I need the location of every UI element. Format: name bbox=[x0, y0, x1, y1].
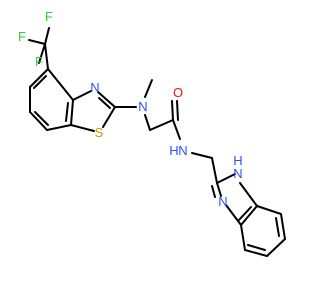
bond-c3a-c4 bbox=[47, 68, 74, 101]
bond-s1-c7a bbox=[70, 124, 95, 132]
atom-o-carbonyl: O bbox=[173, 85, 183, 100]
bond-f3-cf3 bbox=[38, 43, 46, 64]
bond-c7a-c3a-inner bbox=[65, 102, 69, 122]
bond-c5-c4 bbox=[244, 249, 268, 257]
atom-f3: F bbox=[35, 54, 43, 69]
bond-c2bim-n1 bbox=[216, 173, 236, 184]
bonds bbox=[28, 27, 286, 257]
bond-c7a-c7 bbox=[256, 205, 282, 215]
bond-cf3-ring bbox=[44, 43, 49, 70]
bond-namine-ch2 bbox=[144, 114, 151, 131]
atom-f1: F bbox=[18, 29, 26, 44]
atom-n-thiazole: N bbox=[90, 80, 99, 95]
bond-namine-methyl bbox=[144, 79, 153, 98]
bond-c7-c7a bbox=[46, 124, 72, 131]
bond-c7a-c3a-bim bbox=[240, 205, 258, 226]
atom-n-amide: N bbox=[178, 143, 187, 158]
bond-namide-ch2 bbox=[191, 152, 213, 159]
bond-co-o-second bbox=[176, 100, 179, 121]
bond-c3a-n3 bbox=[225, 204, 242, 226]
atom-h-imidazole: H bbox=[233, 153, 242, 168]
bond-n3-c2-inner bbox=[98, 97, 111, 109]
bond-n1-c7a bbox=[239, 182, 258, 207]
bond-c6-c5 bbox=[266, 238, 286, 257]
bond-c3a-n3 bbox=[72, 90, 92, 101]
atom-labels: F F F N S N O N H N H N bbox=[18, 9, 243, 209]
bond-c4-c5-inner bbox=[33, 75, 47, 89]
bond-c6-c7-inner bbox=[34, 111, 49, 126]
atom-n-imidazole: N bbox=[218, 194, 227, 209]
bond-ch2-c2bim bbox=[211, 157, 218, 184]
atom-s-thiazole: S bbox=[95, 125, 104, 140]
bond-n3-c2bim-inner bbox=[211, 185, 216, 198]
bond-c2-s1 bbox=[102, 106, 116, 128]
bond-c7a-c3a bbox=[70, 99, 74, 126]
bond-n3-c2 bbox=[97, 91, 116, 108]
atom-n-amine: N bbox=[138, 99, 147, 114]
bond-c7a-c3a-bim-inner bbox=[238, 206, 252, 221]
atom-n-imidazole-h: N bbox=[233, 166, 242, 181]
bond-co-o bbox=[171, 100, 174, 121]
bond-c7-c6 bbox=[280, 213, 286, 240]
bond-n3-c2bim bbox=[216, 182, 222, 197]
bond-f1-cf3 bbox=[28, 39, 46, 45]
bond-c5-c4-inner bbox=[247, 244, 266, 251]
molecule-diagram: F F F N S N O N H N H N bbox=[18, 9, 286, 257]
bond-c4-c5 bbox=[29, 68, 49, 88]
bond-co-namide bbox=[172, 119, 181, 140]
atom-h-amide: H bbox=[169, 143, 178, 158]
bond-f2-cf3 bbox=[44, 27, 50, 45]
structure-svg: F F F N S N O N H N H N bbox=[18, 9, 286, 257]
bond-c6-c7 bbox=[29, 111, 48, 131]
bond-c7-c6-inner bbox=[275, 217, 280, 237]
bond-ch2-co bbox=[149, 119, 174, 131]
bond-c4-c3a bbox=[240, 224, 246, 251]
atom-f2: F bbox=[45, 9, 53, 24]
